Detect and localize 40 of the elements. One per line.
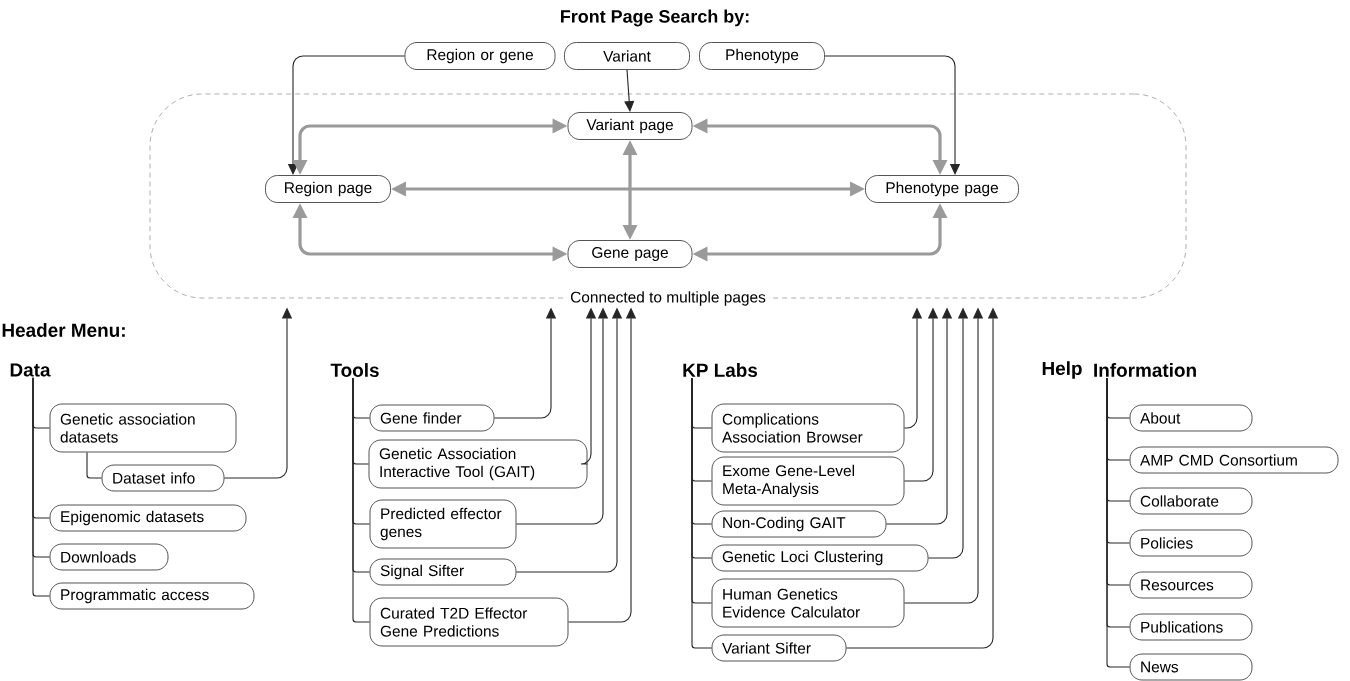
menu-item-box: Programmatic access: [49, 582, 255, 610]
menu-item-box: News: [1129, 653, 1253, 681]
menu-item-box: Complications Association Browser: [711, 403, 905, 453]
menu-item-box: Genetic Association Interactive Tool (GAIT): [368, 439, 588, 489]
menu-heading: KP Labs: [683, 363, 758, 377]
menu-item-box: Genetic Loci Clustering: [711, 544, 929, 572]
menu-item-box: Signal Sifter: [369, 558, 517, 586]
page-box: Gene page: [567, 240, 693, 268]
menu-item-box: Predicted effector genes: [369, 499, 517, 549]
menu-item-box: Epigenomic datasets: [49, 504, 247, 532]
menu-item-box: Curated T2D Effector Gene Predictions: [369, 597, 569, 647]
arrow: [824, 55, 961, 175]
menu-item-box: Resources: [1129, 571, 1253, 599]
menu-heading: Help: [1042, 361, 1082, 379]
search-box: Variant: [564, 42, 690, 70]
menu-item-box: Genetic association datasets: [49, 403, 237, 453]
menu-heading: Data: [10, 363, 51, 377]
menu-item-box: Gene finder: [369, 404, 495, 432]
menu-item-box: Policies: [1129, 529, 1253, 557]
menu-item-box: About: [1129, 404, 1253, 432]
menu-heading: Tools: [330, 363, 379, 377]
menu-item-box: Publications: [1129, 613, 1253, 641]
menu-item-box: Exome Gene-Level Meta-Analysis: [711, 456, 905, 506]
page-box: Phenotype page: [865, 175, 1019, 203]
menu-heading: Information: [1094, 363, 1196, 377]
heading: Header Menu:: [2, 323, 125, 337]
menu-item-box: AMP CMD Consortium: [1129, 446, 1339, 474]
menu-item-box: Non-Coding GAIT: [711, 510, 887, 538]
arrow: [624, 69, 635, 112]
search-box: Phenotype: [699, 42, 825, 70]
search-box: Region or gene: [404, 42, 556, 70]
menu-item-box: Variant Sifter: [711, 634, 847, 662]
tree-line: [691, 377, 713, 649]
menu-item-box: Collaborate: [1129, 487, 1253, 515]
title: Front Page Search by:: [561, 9, 749, 27]
menu-item-box: Human Genetics Evidence Calculator: [711, 578, 905, 628]
menu-item-box: Downloads: [49, 543, 169, 571]
page-box: Region page: [265, 175, 391, 203]
page-box: Variant page: [567, 112, 693, 140]
menu-item-box: Dataset info: [101, 464, 225, 492]
